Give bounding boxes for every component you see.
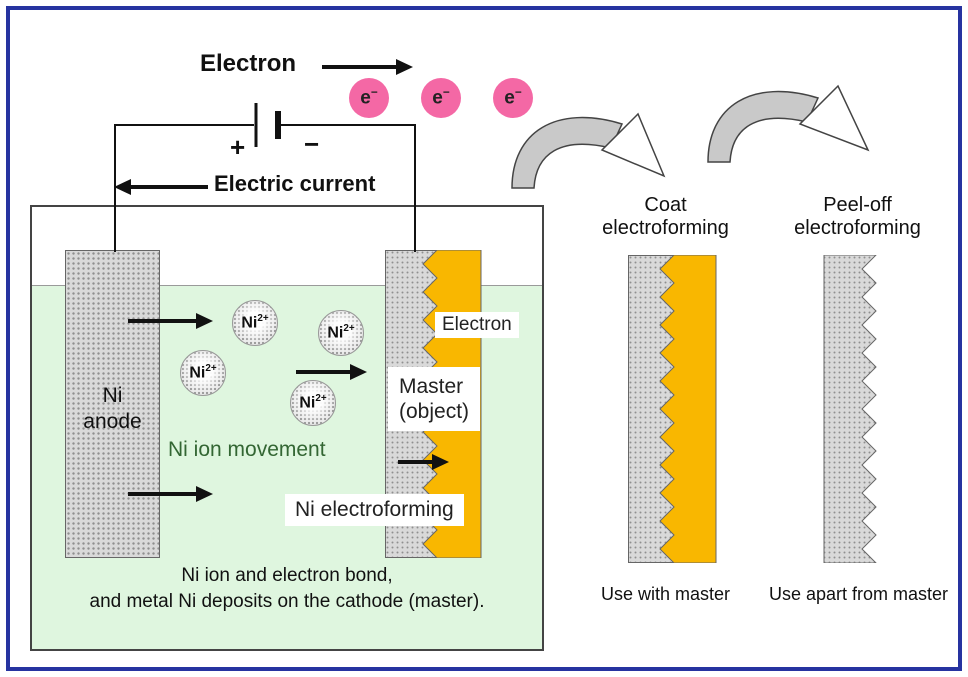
electron-flow-label: Electron	[200, 50, 297, 77]
ni-ion-symbol: Ni2+	[299, 393, 327, 412]
ni-ion-symbol: Ni2+	[241, 313, 269, 332]
ni-ion: Ni2+	[318, 310, 364, 356]
ni-anode-electrode	[65, 250, 160, 558]
peel-off-electroforming-label: Peel-off electroforming	[765, 194, 950, 240]
tank-caption-line2: and metal Ni deposits on the cathode (ma…	[89, 591, 485, 612]
battery-minus-sign: −	[304, 129, 320, 159]
coat-electroforming-sample	[628, 255, 717, 563]
peel-off-electroforming-sample	[823, 255, 877, 563]
cathode-electron-label: Electron	[435, 312, 519, 338]
ni-anode-label: Ni anode	[65, 383, 160, 435]
ni-ion: Ni2+	[290, 380, 336, 426]
ni-anode-label-line2: anode	[83, 410, 142, 433]
electron-symbol: e−	[504, 86, 522, 109]
electron-symbol: e−	[432, 86, 450, 109]
ni-ion-symbol: Ni2+	[189, 363, 217, 382]
electron-particle: e−	[493, 78, 533, 118]
ni-ion: Ni2+	[232, 300, 278, 346]
ni-ion: Ni2+	[180, 350, 226, 396]
ni-ion-symbol: Ni2+	[327, 323, 355, 342]
electron-symbol: e−	[360, 86, 378, 109]
coat-process-curved-arrow	[511, 112, 666, 189]
master-object-label: Master (object)	[388, 367, 481, 431]
ion-movement-label: Ni ion movement	[168, 438, 326, 461]
coat-usage-label: Use with master	[600, 584, 731, 604]
peel-usage-label: Use apart from master	[768, 584, 949, 604]
ni-anode-label-line1: Ni	[102, 384, 123, 407]
ni-electroforming-label: Ni electroforming	[285, 494, 464, 526]
tank-caption-line1: Ni ion and electron bond,	[181, 565, 393, 586]
coat-label-line2: electroforming	[602, 217, 729, 239]
peel-label-line2: electroforming	[794, 217, 921, 239]
electron-particle: e−	[421, 78, 461, 118]
peeled-ni-shell	[823, 255, 877, 563]
coat-ni-layer	[659, 255, 717, 563]
coat-label-line1: Coat	[644, 194, 687, 216]
electron-particle: e−	[349, 78, 389, 118]
battery-plus-sign: +	[230, 132, 246, 162]
master-label-line2: (object)	[399, 400, 470, 423]
electric-current-arrow	[114, 179, 208, 195]
tank-caption: Ni ion and electron bond, and metal Ni d…	[40, 563, 534, 615]
electric-current-label: Electric current	[214, 171, 376, 196]
coat-electroforming-label: Coat electroforming	[578, 194, 753, 240]
peel-process-curved-arrow	[707, 84, 870, 163]
peel-label-line1: Peel-off	[823, 194, 892, 216]
master-label-line1: Master	[399, 375, 464, 398]
electron-flow-arrow	[322, 59, 413, 75]
